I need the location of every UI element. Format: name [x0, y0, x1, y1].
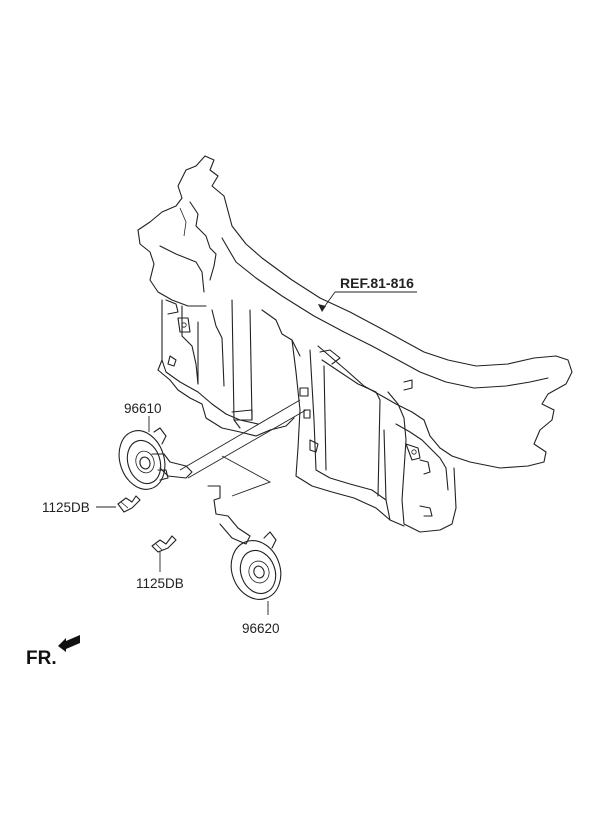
bolt-upper[interactable]: [117, 495, 141, 513]
leader-lines: [96, 291, 417, 615]
ref-label[interactable]: REF.81-816: [340, 275, 414, 291]
part-number-1125db-lower[interactable]: 1125DB: [136, 576, 184, 591]
front-label: FR.: [26, 648, 57, 669]
mounting-guide-lines: [179, 399, 307, 497]
front-end-carrier: [137, 155, 573, 533]
front-arrow-icon: [58, 635, 80, 652]
part-number-96610[interactable]: 96610: [124, 401, 162, 416]
bolt-lower[interactable]: [151, 535, 177, 553]
horn-96610[interactable]: [112, 425, 193, 496]
part-number-1125db-upper[interactable]: 1125DB: [42, 500, 90, 515]
horn-96620[interactable]: [207, 485, 289, 606]
part-number-96620[interactable]: 96620: [242, 621, 280, 636]
front-direction-indicator: FR.: [26, 635, 80, 669]
